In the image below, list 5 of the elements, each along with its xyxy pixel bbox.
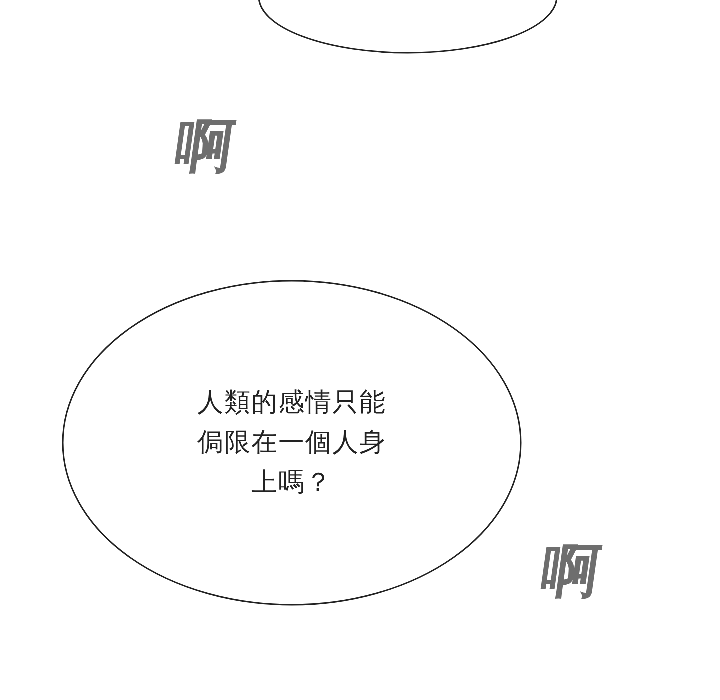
speech-bubble — [62, 280, 522, 606]
speech-bubble — [258, 0, 558, 54]
sound-effect-text: 啊 — [170, 111, 240, 182]
sound-effect-text: 啊 — [536, 536, 606, 607]
speech-text: 人類的感情只能侷限在一個人身上嗎？ — [197, 387, 387, 500]
